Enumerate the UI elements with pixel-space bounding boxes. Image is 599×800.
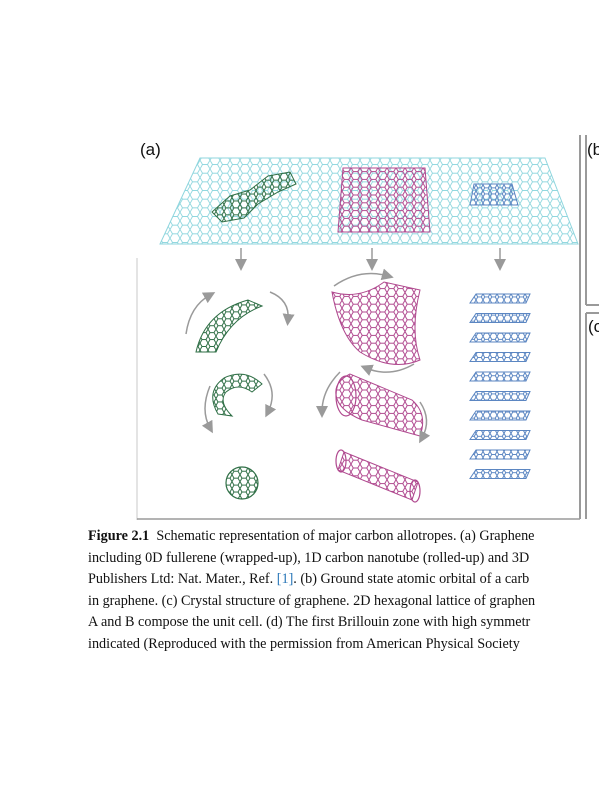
nanotube-end	[335, 449, 347, 473]
panel-label-a: (a)	[140, 140, 161, 159]
curved-arrow-icon	[263, 373, 277, 418]
figure-caption: Figure 2.1 Schematic representation of m…	[88, 526, 599, 655]
nanotube-stage-1	[331, 281, 421, 365]
graphite-stack	[469, 293, 531, 479]
carbon-allotropes-illustration	[136, 135, 599, 520]
curved-arrow-icon	[316, 371, 341, 418]
curved-arrow-icon	[201, 385, 213, 434]
figure-label: Figure 2.1	[88, 528, 150, 544]
graphite-layer	[469, 293, 531, 304]
graphite-layer	[469, 332, 531, 343]
nanotube-rolled	[337, 451, 419, 501]
graphite-region	[469, 183, 519, 206]
curved-arrow-icon	[269, 291, 295, 326]
panel-label-b: (b	[587, 140, 599, 159]
graphite-layer	[469, 410, 531, 421]
caption-line-3: Publishers Ltd: Nat. Mater., Ref. [1]. (…	[88, 569, 599, 591]
fullerene-stage-2	[212, 373, 263, 417]
nanotube-stage-2	[335, 373, 424, 437]
caption-line-6: indicated (Reproduced with the permissio…	[88, 635, 520, 652]
graphite-layer	[469, 430, 531, 440]
figure-panel: (a) (b (c	[136, 135, 599, 520]
caption-line-1: Figure 2.1 Schematic representation of m…	[88, 526, 599, 548]
fullerene-ball	[225, 466, 259, 500]
panel-b	[587, 136, 599, 304]
graphite-layer	[469, 449, 531, 460]
caption-line-4: in graphene. (c) Crystal structure of gr…	[88, 592, 536, 609]
panel-c	[587, 314, 599, 518]
graphite-layer	[469, 313, 531, 323]
curved-arrow-icon	[185, 292, 216, 335]
graphite-layer	[469, 469, 531, 479]
fullerene-stage-1	[195, 299, 264, 353]
graphite-layer	[469, 371, 531, 382]
caption-text: Publishers Ltd: Nat. Mater., Ref.	[88, 571, 277, 587]
caption-line-2: including 0D fullerene (wrapped-up), 1D …	[88, 549, 530, 566]
curved-arrow-icon	[333, 268, 394, 287]
fullerene-region	[211, 171, 297, 223]
caption-text: . (b) Ground state atomic orbital of a c…	[293, 571, 530, 587]
caption-text: Schematic representation of major carbon…	[156, 528, 535, 544]
nanotube-region	[337, 167, 431, 233]
curved-arrow-icon	[419, 401, 431, 444]
reference-link[interactable]: [1]	[276, 571, 294, 587]
nanotube-end	[409, 479, 421, 503]
graphite-layer	[469, 391, 531, 401]
nanotube-opening	[335, 375, 357, 417]
caption-line-5: A and B compose the unit cell. (d) The f…	[88, 614, 531, 630]
curved-arrow-icon	[360, 363, 415, 376]
panel-label-c: (c	[588, 317, 599, 336]
graphite-layer	[469, 352, 531, 362]
